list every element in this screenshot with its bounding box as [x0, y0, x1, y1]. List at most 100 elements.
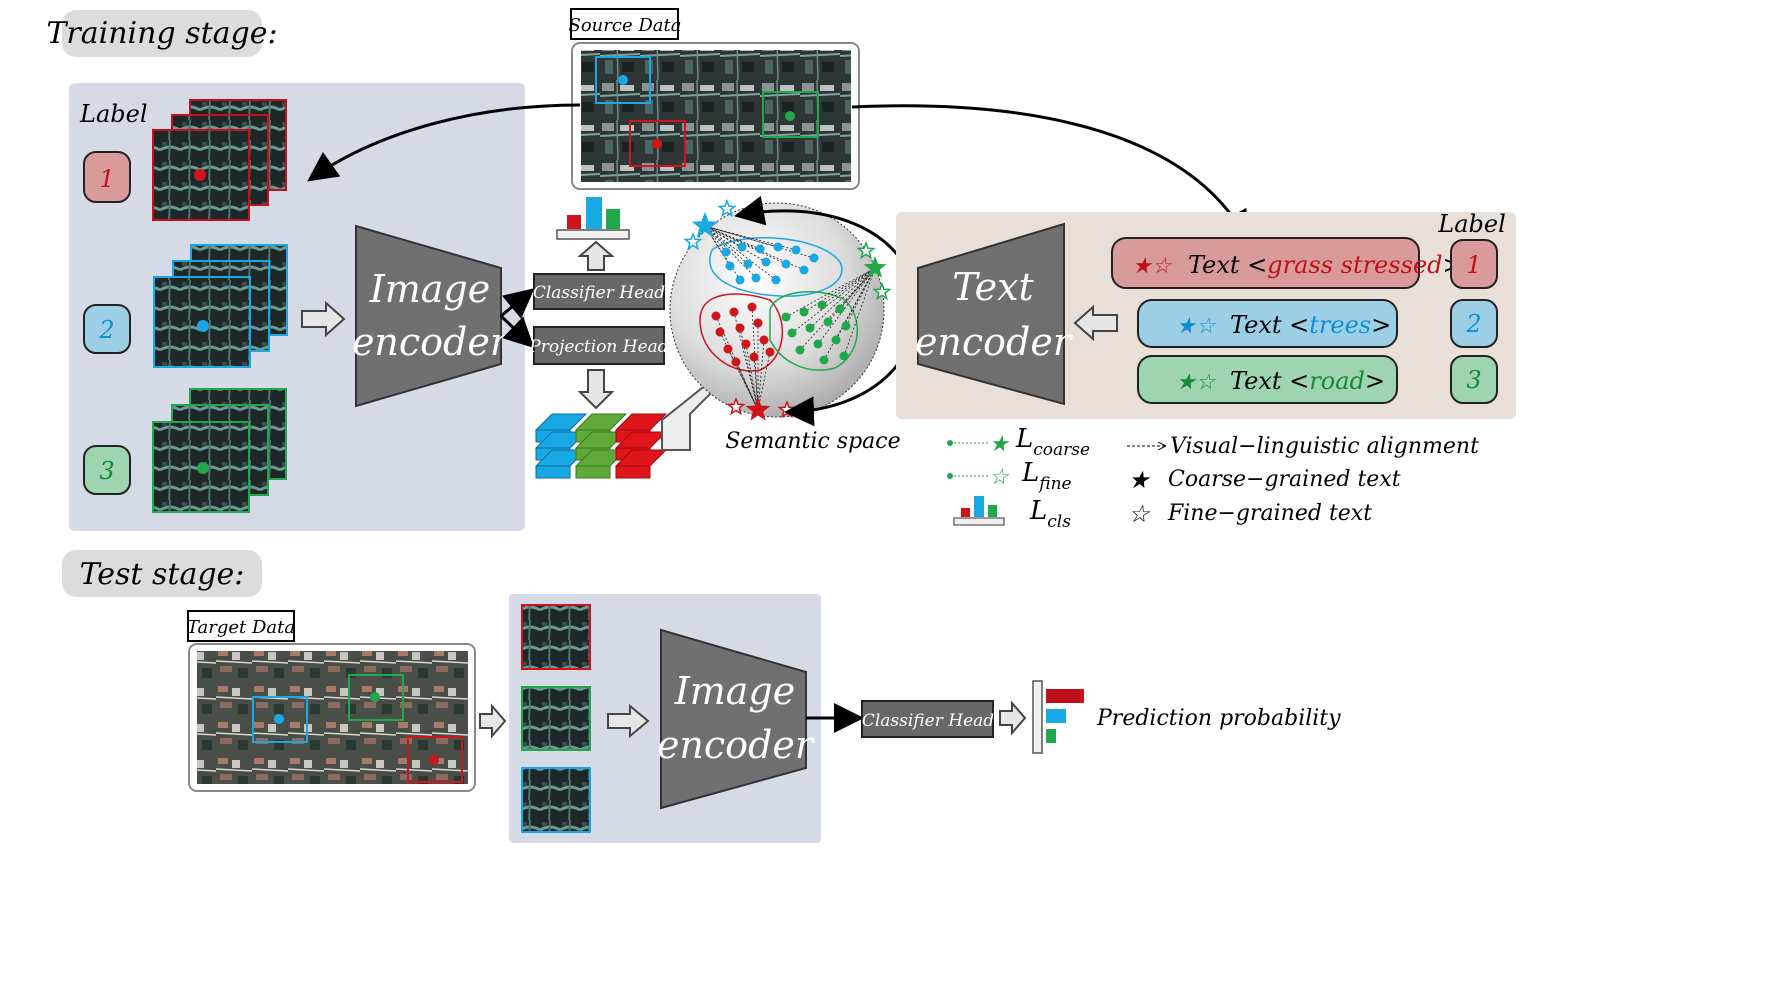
legend-cls: Lcls: [1029, 496, 1071, 532]
feature-point: [743, 259, 753, 269]
prompt-trees: [1137, 299, 1398, 348]
blue-cluster: [709, 237, 843, 297]
legend-coarse: Lcoarse: [1015, 424, 1090, 460]
feature-point: [731, 357, 741, 367]
class-2-patches: [153, 244, 288, 368]
legend: ★ Lcoarse ☆ Lfine Lcls Visual−linguistic…: [947, 424, 1479, 532]
feature-points: [711, 242, 851, 367]
feature-point: [787, 328, 797, 338]
prompt-3-stars: ★☆: [1176, 370, 1217, 395]
feature-point: [741, 339, 751, 349]
feature-point: [791, 245, 801, 255]
test-patch-red: [521, 604, 591, 670]
feature-point: [735, 275, 745, 285]
feature-point: [781, 259, 791, 269]
feature-point: [795, 345, 805, 355]
branch-arrow-projection: [499, 314, 535, 349]
svg-text:★: ★: [989, 432, 1010, 457]
feature-point: [819, 355, 829, 365]
prompt-2-stars: ★☆: [1176, 314, 1217, 339]
feature-point: [805, 323, 815, 333]
feature-point: [761, 257, 771, 267]
feature-point: [835, 304, 845, 314]
prompt-3-text: Text <road>: [1230, 367, 1385, 395]
legend-alignment: Visual−linguistic alignment: [1170, 434, 1479, 459]
image-encoder-train-line1: Image: [369, 267, 491, 311]
class-3-number: 3: [99, 457, 114, 485]
feature-point: [725, 261, 735, 271]
projection-head: [533, 326, 665, 365]
feature-point: [817, 300, 827, 310]
feature-point: [721, 247, 731, 257]
test-encoder-arrow-icon: [607, 703, 650, 739]
feature-point: [799, 307, 809, 317]
source-to-text-arrow: [851, 104, 1248, 242]
target-data-label: Target Data: [187, 617, 295, 638]
training-stage-title: Training stage:: [46, 16, 277, 51]
right-class-2-number: 2: [1465, 310, 1481, 338]
feature-point: [737, 242, 747, 252]
right-class-3-badge: [1450, 355, 1498, 404]
feature-point: [715, 327, 725, 337]
feature-point: [755, 244, 765, 254]
right-class-3-number: 3: [1466, 366, 1481, 394]
prediction-probability-label: Prediction probability: [1096, 706, 1341, 731]
prompt-1-text: Text <grass stressed>: [1188, 251, 1463, 279]
image-encoder-test-line2: encoder: [657, 723, 816, 767]
green-cluster: [769, 290, 859, 371]
feature-point: [723, 344, 733, 354]
semantic-space-label: Semantic space: [725, 429, 900, 454]
text-arrow-icon: [1073, 304, 1118, 342]
prompt-1-stars: ★☆: [1132, 254, 1173, 279]
class-3-badge: [83, 445, 131, 495]
class-2-badge: [83, 304, 131, 354]
right-class-1-badge: [1450, 239, 1498, 289]
text-encoder-line2: encoder: [915, 320, 1074, 364]
classifier-head-test: [861, 700, 994, 738]
source-data-label: Source Data: [569, 15, 682, 36]
class-1-number: 1: [99, 165, 114, 193]
feature-point: [839, 351, 849, 361]
classifier-head-train-label: Classifier Head: [533, 283, 665, 303]
branch-arrow-classifier: [500, 288, 535, 319]
training-stage-pill: [62, 10, 262, 57]
legend-fine-text: Fine−grained text: [1167, 501, 1372, 526]
bar-chart-icon: [556, 197, 630, 240]
projection-head-label: Projection Head: [528, 337, 669, 357]
legend-fine: Lfine: [1021, 458, 1072, 494]
target-data-tag: [187, 610, 295, 642]
text-encoder: [917, 222, 1065, 406]
source-data-tag: [570, 8, 679, 40]
feature-point: [765, 347, 775, 357]
legend-bar-icon: [953, 496, 1005, 526]
text-encoder-line1: Text: [952, 265, 1034, 309]
source-to-labels-arrow: [307, 103, 581, 182]
feature-point: [711, 311, 721, 321]
feature-point: [813, 339, 823, 349]
feature-point: [831, 335, 841, 345]
down-arrow-icon: [577, 369, 615, 410]
feature-stacks: [534, 413, 668, 479]
head-to-prob-arrow-icon: [999, 700, 1027, 736]
test-stage-pill: [62, 550, 262, 597]
feature-point: [771, 275, 781, 285]
star-icon: [691, 212, 887, 421]
prompt-2-text: Text <trees>: [1230, 311, 1391, 339]
feature-point: [781, 312, 791, 322]
image-encoder-train-line2: encoder: [352, 320, 511, 364]
feature-point: [773, 242, 783, 252]
image-encoder-test: [660, 628, 807, 810]
image-encoder-test-line1: Image: [674, 669, 796, 713]
class-2-number: 2: [98, 316, 114, 344]
red-cluster: [699, 293, 784, 372]
prediction-bar-icon: [1032, 680, 1084, 754]
feature-point: [729, 307, 739, 317]
source-data-image: [581, 50, 851, 182]
feature-point: [747, 302, 757, 312]
feature-point: [799, 265, 809, 275]
test-stage-title: Test stage:: [80, 557, 245, 592]
test-patch-green: [521, 686, 591, 751]
feature-point: [823, 317, 833, 327]
svg-text:☆: ☆: [989, 465, 1010, 490]
